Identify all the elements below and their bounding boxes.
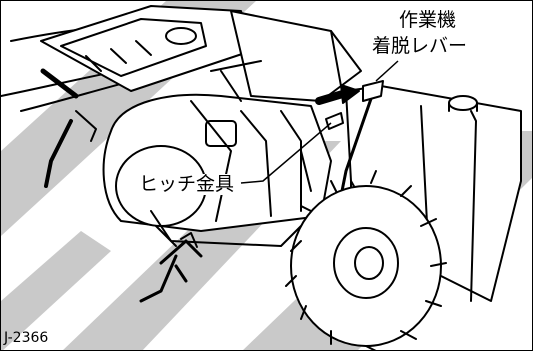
leader-lines (240, 60, 399, 184)
figure-code: J-2366 (4, 330, 49, 346)
lever-label-line2: 着脱レバー (372, 35, 468, 57)
lever-label-line1: 作業機 (399, 9, 457, 31)
tiller-body (1, 5, 522, 350)
hitch-label: ヒッチ金具 (138, 173, 236, 195)
